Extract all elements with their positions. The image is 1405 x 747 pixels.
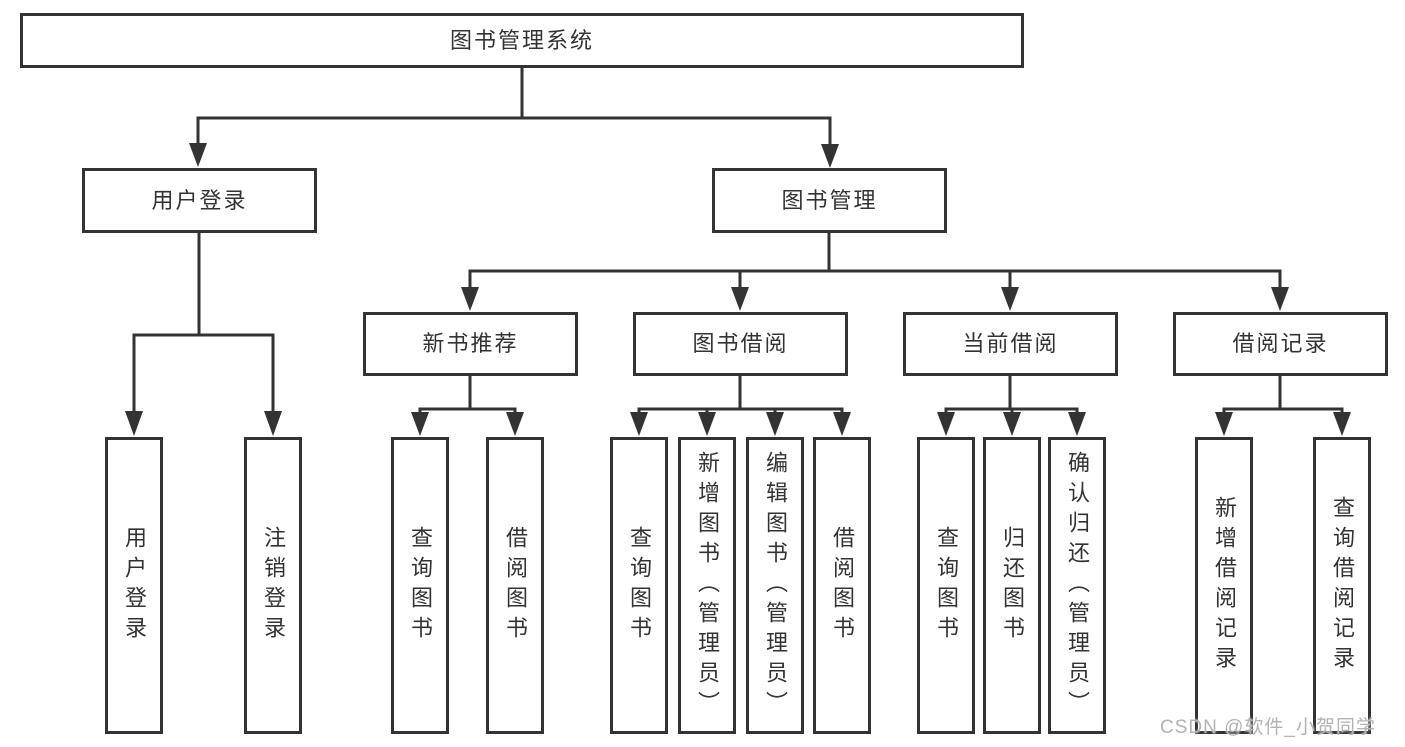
connector-bookborrow-to-leaves xyxy=(630,374,851,436)
csdn-watermark: CSDN @软件_小贺同学 xyxy=(1160,717,1376,738)
leaf-label: 借阅图书 xyxy=(830,525,855,646)
node-label: 图书借阅 xyxy=(692,331,789,356)
leaf-label: 新增借阅记录 xyxy=(1212,495,1237,676)
leaf-label: 新增图书（管理员） xyxy=(695,450,720,721)
leaf-label: 查询借阅记录 xyxy=(1330,495,1355,676)
leaf-user-login: 用户登录 xyxy=(105,437,163,734)
connector-userlogin-to-leaves xyxy=(125,231,282,436)
leaf-query-books-current: 查询图书 xyxy=(917,437,975,734)
connector-root-to-level2 xyxy=(189,66,839,168)
leaf-label: 借阅图书 xyxy=(503,525,528,646)
node-label: 图书管理 xyxy=(781,187,878,213)
leaf-confirm-return-admin: 确认归还（管理员） xyxy=(1048,437,1106,734)
leaf-label: 归还图书 xyxy=(1000,525,1025,646)
node-book-borrow: 图书借阅 xyxy=(633,312,848,376)
leaf-query-books-borrow: 查询图书 xyxy=(610,437,668,734)
leaf-label: 查询图书 xyxy=(934,525,959,646)
node-new-book-recommend: 新书推荐 xyxy=(363,312,578,376)
leaf-label: 注销登录 xyxy=(261,525,286,646)
leaf-query-books-recommend: 查询图书 xyxy=(391,437,449,734)
node-user-login: 用户登录 xyxy=(82,168,317,233)
leaf-borrow-books-recommend: 借阅图书 xyxy=(486,437,544,734)
connector-currentborrow-to-leaves xyxy=(937,374,1086,436)
node-current-borrow: 当前借阅 xyxy=(903,312,1118,376)
node-label: 借阅记录 xyxy=(1232,331,1329,356)
leaf-label: 编辑图书（管理员） xyxy=(763,450,788,721)
node-label: 图书管理系统 xyxy=(449,27,594,53)
node-borrow-records: 借阅记录 xyxy=(1173,312,1388,376)
node-label: 当前借阅 xyxy=(962,331,1059,356)
leaf-return-books: 归还图书 xyxy=(983,437,1041,734)
leaf-add-books-admin: 新增图书（管理员） xyxy=(678,437,736,734)
leaf-label: 查询图书 xyxy=(627,525,652,646)
leaf-query-borrow-record: 查询借阅记录 xyxy=(1313,437,1371,734)
connector-records-to-leaves xyxy=(1215,374,1351,436)
leaf-edit-books-admin: 编辑图书（管理员） xyxy=(746,437,804,734)
leaf-label: 用户登录 xyxy=(122,525,147,646)
leaf-label: 查询图书 xyxy=(408,525,433,646)
leaf-borrow-books: 借阅图书 xyxy=(813,437,871,734)
leaf-label: 确认归还（管理员） xyxy=(1065,450,1090,721)
node-library-management-system: 图书管理系统 xyxy=(20,13,1024,68)
node-book-management: 图书管理 xyxy=(712,168,947,233)
leaf-add-borrow-record: 新增借阅记录 xyxy=(1195,437,1253,734)
node-label: 用户登录 xyxy=(151,187,248,213)
node-label: 新书推荐 xyxy=(422,331,519,356)
leaf-logout: 注销登录 xyxy=(244,437,302,734)
connector-newbook-to-leaves xyxy=(411,374,524,436)
connector-bookmgmt-to-level3 xyxy=(461,231,1289,311)
